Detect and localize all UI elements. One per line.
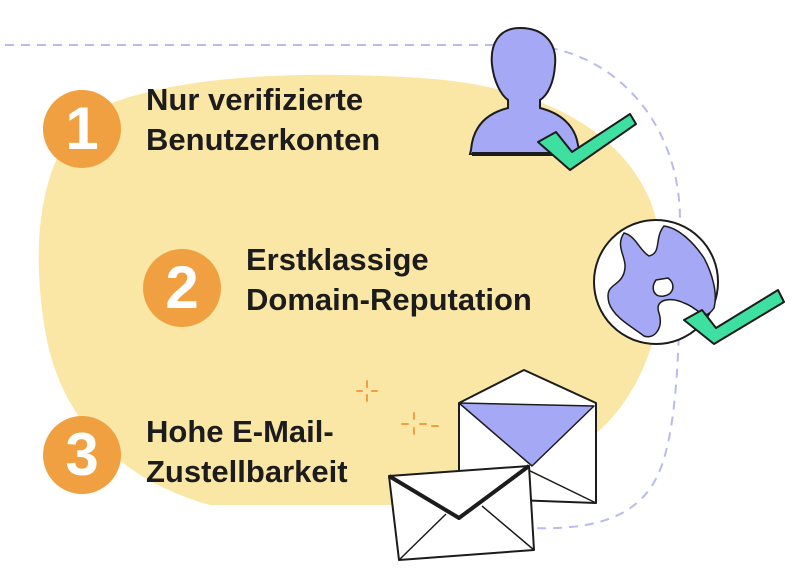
user-verified-icon bbox=[468, 26, 637, 171]
step-label-line: Benutzerkonten bbox=[146, 122, 381, 157]
closed-envelope bbox=[387, 464, 535, 561]
step-label-line: Zustellbarkeit bbox=[146, 454, 348, 489]
step-label: Nur verifizierte Benutzerkonten bbox=[146, 80, 380, 160]
step-label-line: Erstklassige bbox=[246, 242, 429, 277]
step-label: Erstklassige Domain-Reputation bbox=[246, 240, 532, 320]
step-number-badge: 3 bbox=[43, 416, 121, 494]
step-label-line: Nur verifizierte bbox=[146, 82, 364, 117]
envelopes-icon bbox=[387, 369, 597, 561]
step-number-badge: 1 bbox=[43, 90, 121, 168]
step-label-line: Domain-Reputation bbox=[246, 282, 532, 317]
globe-verified-icon bbox=[593, 219, 785, 345]
step-label-line: Hohe E-Mail- bbox=[146, 414, 334, 449]
step-number-badge: 2 bbox=[143, 249, 221, 327]
step-label: Hohe E-Mail- Zustellbarkeit bbox=[146, 412, 348, 492]
sparkle-icon bbox=[356, 380, 439, 435]
